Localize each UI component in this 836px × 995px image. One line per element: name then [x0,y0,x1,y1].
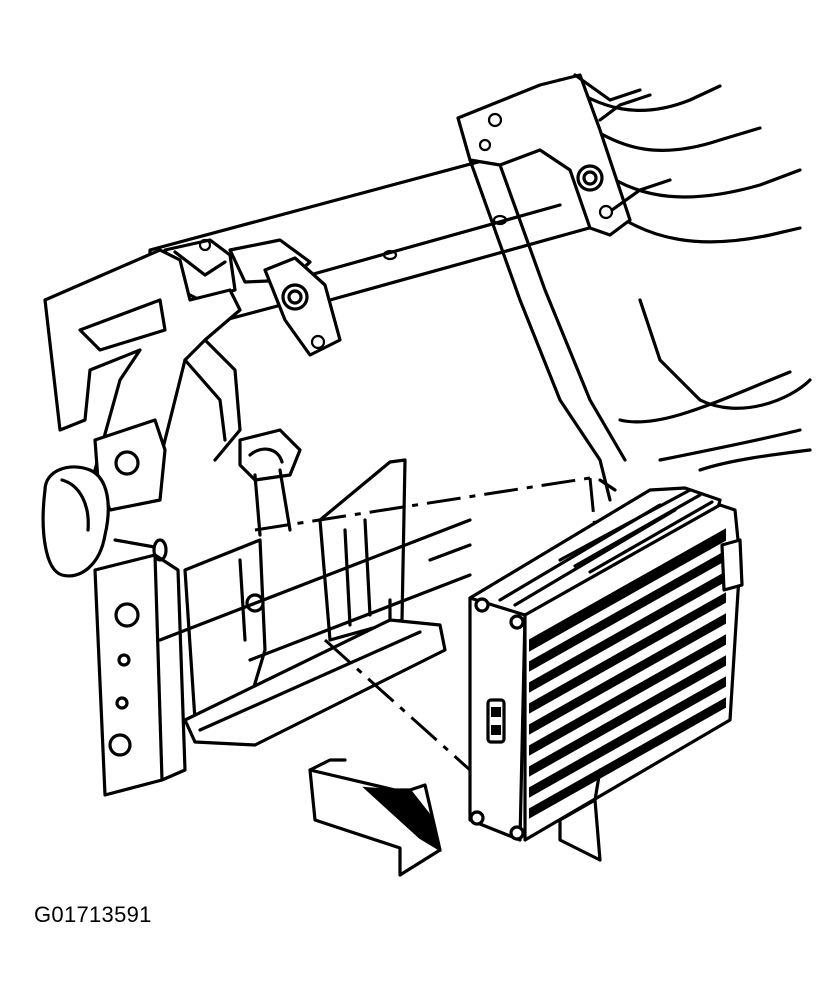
vertical-hanger-plate [93,553,187,797]
lower-trim-lines [158,518,472,662]
right-upper-bracket [456,73,672,502]
direction-arrow [308,758,442,877]
amplifier-module [468,486,744,862]
heat-sink-fins [529,528,726,819]
mounting-bracket [183,428,447,747]
pivot-boss [41,418,168,578]
figure-code-label: G01713591 [34,902,152,927]
